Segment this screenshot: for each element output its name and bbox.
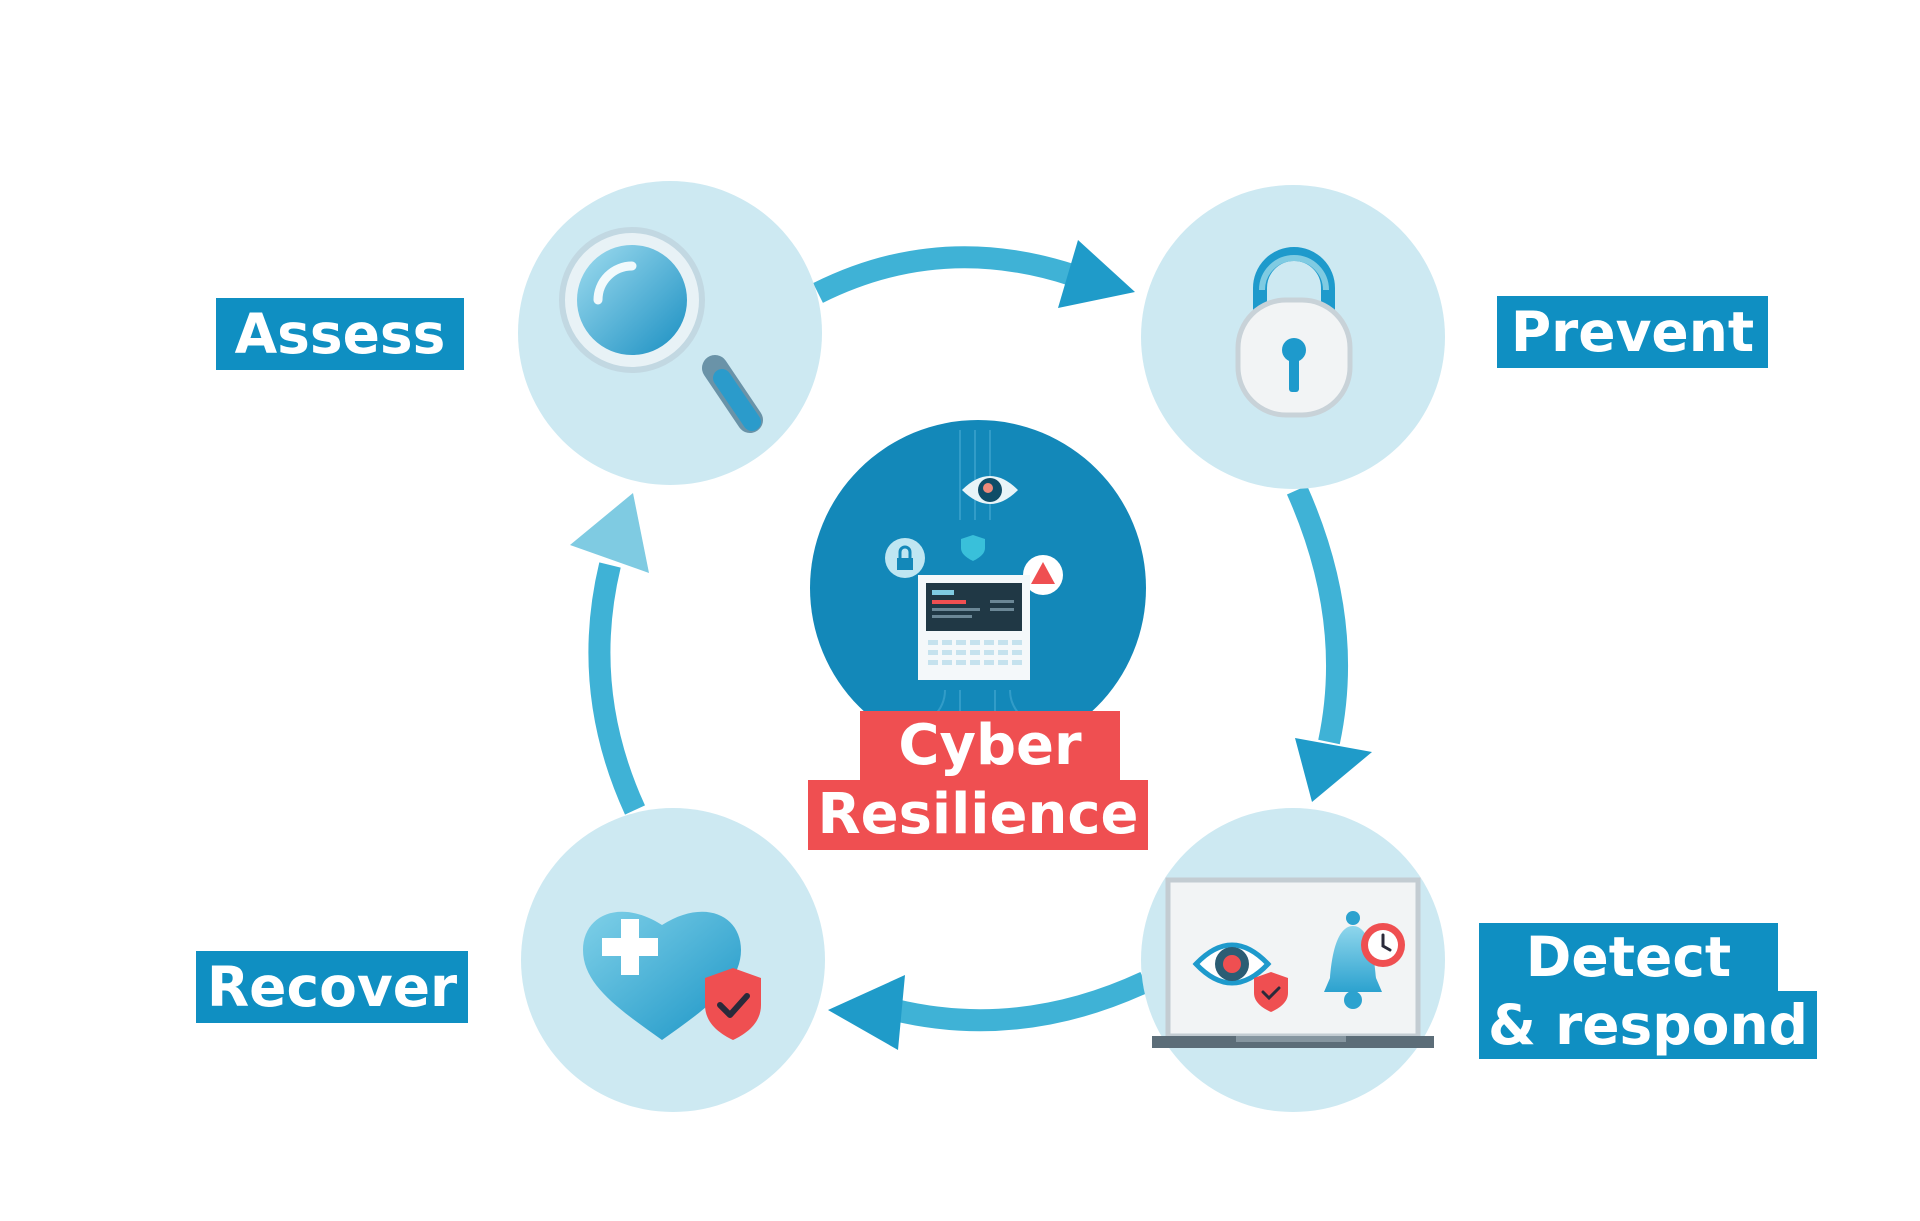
arrowhead-left-icon: [828, 975, 905, 1050]
arrow-heads: [570, 240, 1372, 1050]
padlock-icon: [1235, 247, 1353, 418]
prevent-label-text: Prevent: [1497, 296, 1768, 368]
cyber-resilience-label: Cyber Resilience: [808, 711, 1148, 850]
center-label-line2: Resilience: [808, 780, 1148, 850]
computer-security-icon: [810, 420, 1146, 756]
arrowhead-up-icon: [570, 493, 649, 573]
center-label-line1: Cyber: [860, 711, 1120, 780]
assess-label-text: Assess: [216, 298, 464, 370]
laptop-eye-bell-icon: [1152, 877, 1434, 1048]
recover-label-text: Recover: [196, 951, 468, 1023]
recover-label: Recover: [196, 951, 468, 1023]
magnifying-glass-icon: [559, 227, 763, 433]
arrow-detect-to-recover: [892, 972, 1150, 1032]
arrow-prevent-to-detect: [1286, 485, 1349, 745]
prevent-label: Prevent: [1497, 296, 1768, 368]
arrow-recover-to-assess: [588, 562, 646, 815]
detect-label-line2: & respond: [1479, 991, 1817, 1059]
arrowhead-down-icon: [1295, 738, 1372, 802]
cycle-arrows: [588, 246, 1349, 1032]
arrow-assess-to-prevent: [813, 246, 1076, 303]
detect-label-line1: Detect: [1479, 923, 1778, 991]
heart-shield-icon: [583, 911, 761, 1040]
detect-respond-label: Detect & respond: [1479, 923, 1817, 1059]
arrowhead-right-icon: [1058, 240, 1135, 308]
assess-label: Assess: [216, 298, 464, 370]
